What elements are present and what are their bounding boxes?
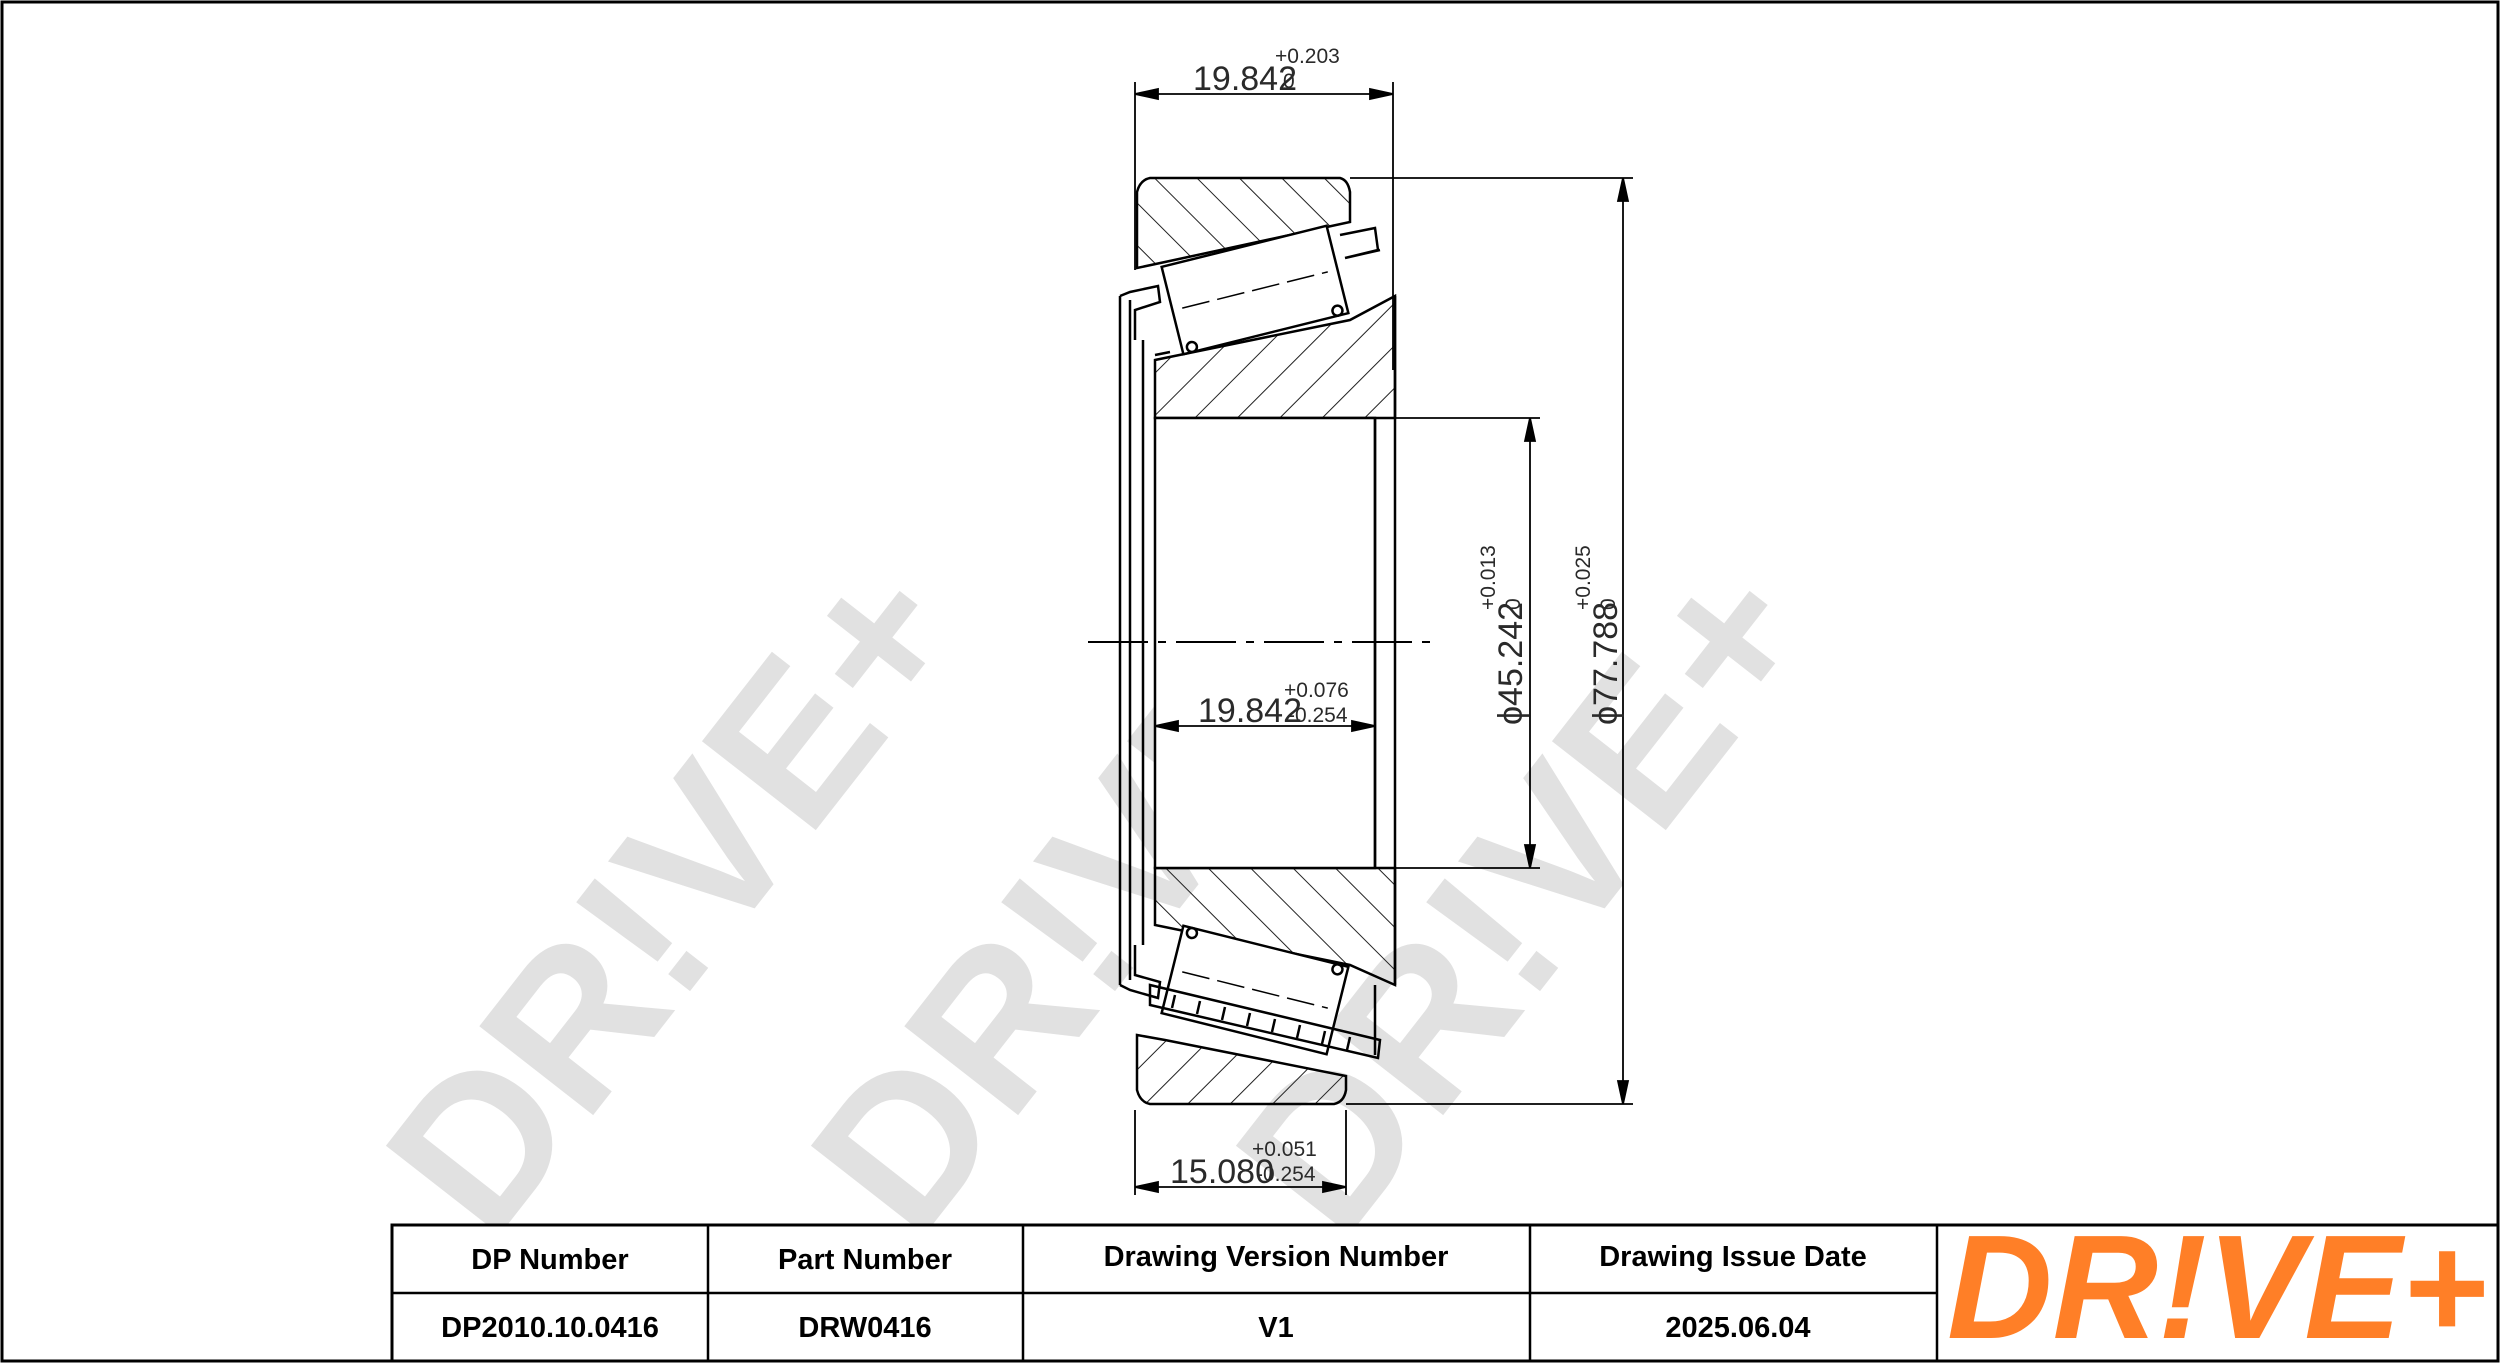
dim-outer-diameter-tol-lower: 0 — [1597, 598, 1620, 610]
title-block: DP Number Part Number Drawing Version Nu… — [390, 1205, 2500, 1363]
brand-logo: DR!VE+ — [1947, 1205, 2487, 1363]
header-dp-number: DP Number — [471, 1244, 628, 1276]
dim-top-width-tol-lower: 0 — [1283, 70, 1295, 93]
dim-bore-diameter: ϕ45.242 +0.013 0 — [1477, 545, 1530, 725]
dim-bottom-width-tol-lower: -0.254 — [1256, 1163, 1316, 1186]
dim-inner-width-tol-lower: -0.254 — [1288, 704, 1348, 727]
dim-inner-width-tol-upper: +0.076 — [1284, 679, 1349, 702]
cage-top-bars — [1154, 226, 1381, 357]
dim-top-width-value: 19.842 — [1193, 60, 1297, 98]
dim-bore-diameter-tol-lower: 0 — [1502, 598, 1525, 610]
dim-bore-diameter-tol-upper: +0.013 — [1477, 545, 1500, 610]
value-issue-date: 2025.06.04 — [1665, 1312, 1810, 1344]
value-dp-number: DP2010.10.0416 — [441, 1312, 659, 1344]
watermark-group: DR!VE+ DR!VE+ DR!VE+ — [341, 517, 1854, 1273]
outer-ring-bottom — [1135, 1033, 1348, 1106]
dim-bottom-width: 15.080 +0.051 -0.254 — [1170, 1138, 1317, 1191]
cage-bottom-bars — [1148, 983, 1382, 1060]
value-part-number: DRW0416 — [798, 1312, 931, 1344]
header-part-number: Part Number — [778, 1244, 952, 1276]
cage-bottom-ticks — [1170, 994, 1352, 1051]
dim-bottom-width-value: 15.080 — [1170, 1153, 1274, 1191]
dim-bore-diameter-label: ϕ45.242 — [1492, 602, 1530, 725]
cage-top-lip — [1119, 284, 1162, 340]
dim-bottom-width-tol-upper: +0.051 — [1252, 1138, 1317, 1161]
roller-top — [1160, 224, 1350, 356]
dim-inner-width: 19.842 +0.076 -0.254 — [1198, 679, 1349, 730]
value-version: V1 — [1258, 1312, 1293, 1344]
dim-top-width-tol-upper: +0.203 — [1275, 45, 1340, 68]
dim-outer-diameter-label: ϕ77.788 — [1587, 602, 1625, 725]
header-issue-date: Drawing Issue Date — [1599, 1241, 1867, 1273]
cage-bottom-lip — [1119, 945, 1162, 1000]
header-version: Drawing Version Number — [1104, 1241, 1449, 1273]
dim-outer-diameter-tol-upper: +0.025 — [1572, 545, 1595, 610]
dim-outer-diameter: ϕ77.788 +0.025 0 — [1572, 545, 1625, 725]
dim-inner-width-value: 19.842 — [1198, 692, 1302, 730]
dim-top-width: 19.842 +0.203 0 — [1193, 45, 1340, 98]
dimension-lines — [1134, 82, 1633, 1195]
